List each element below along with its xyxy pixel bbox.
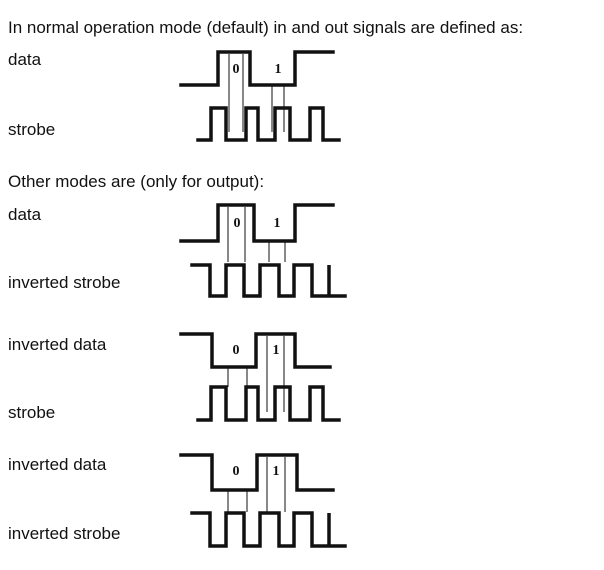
bit-zero-label: 0 (233, 464, 240, 479)
bit-zero-label: 0 (234, 216, 241, 231)
timing-group-inverted-strobe: 0 1 (181, 205, 345, 296)
waveform-data (181, 205, 333, 241)
waveform-strobe (198, 108, 339, 140)
bit-one-label: 1 (274, 216, 281, 231)
waveform-strobe (198, 387, 339, 420)
bit-one-label: 1 (273, 464, 280, 479)
waveform-inverted-strobe (192, 265, 345, 296)
timing-group-inverted-data: 0 1 (181, 334, 339, 420)
bit-zero-label: 0 (233, 62, 240, 77)
timing-group-normal: 0 1 (181, 52, 339, 140)
waveform-inverted-strobe (192, 513, 345, 546)
bit-one-label: 1 (273, 343, 280, 358)
bit-one-label: 1 (275, 62, 282, 77)
timing-group-both-inverted: 0 1 (181, 455, 345, 546)
bit-zero-label: 0 (233, 343, 240, 358)
waveform-inverted-data (181, 455, 333, 490)
waveform-inverted-data (181, 334, 330, 367)
waveform-data (181, 52, 333, 85)
